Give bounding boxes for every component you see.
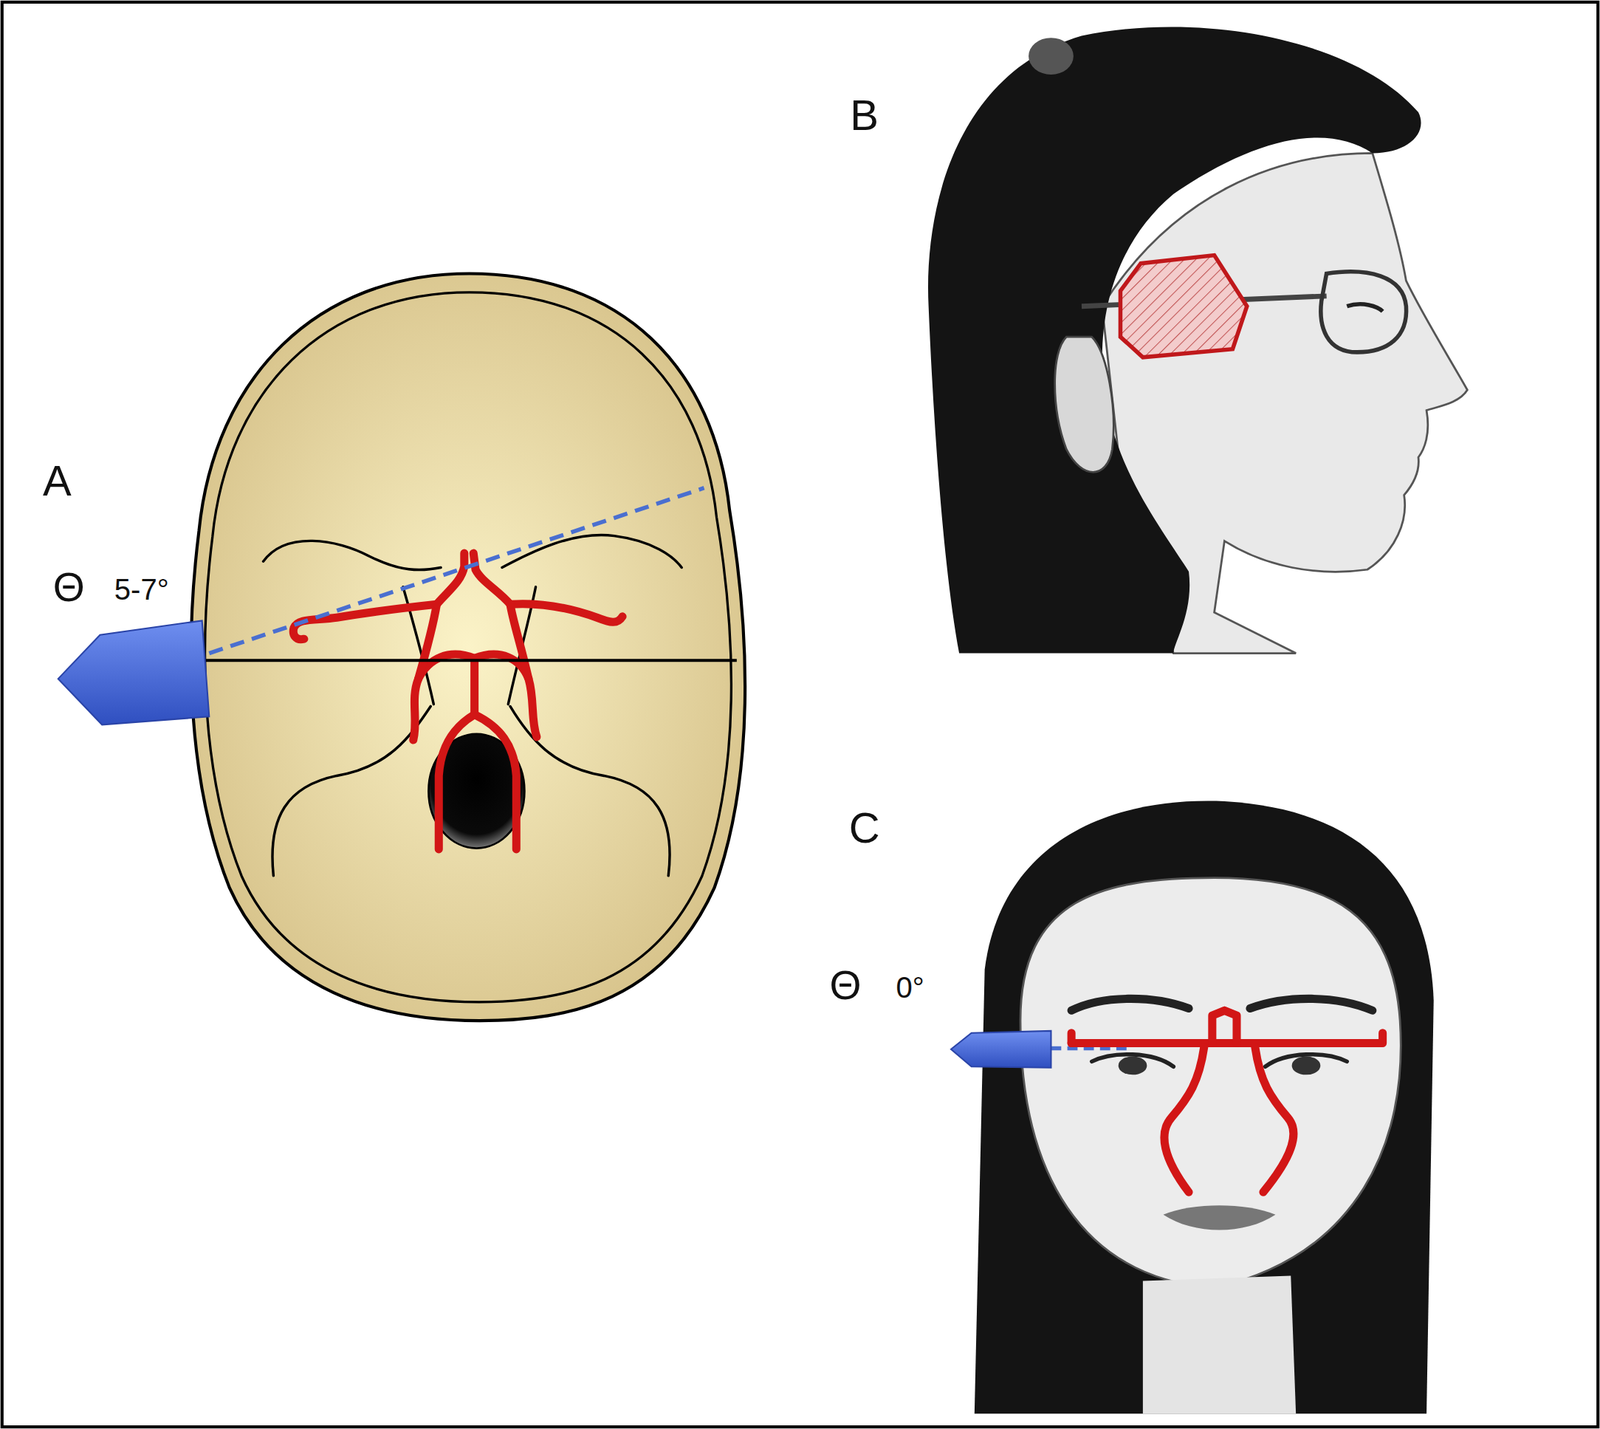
panel-letter: C [849, 806, 881, 850]
frontal-head [950, 801, 1434, 1414]
temporal-window [1120, 255, 1247, 358]
angle-value: 5-7° [114, 574, 170, 604]
angle-symbol: Θ [53, 567, 85, 608]
reference-line [198, 658, 737, 662]
ultrasound-probe [950, 1030, 1051, 1068]
panel-letter: B [849, 93, 879, 137]
profile-head [928, 26, 1468, 653]
arteries [293, 553, 623, 850]
probe-axis [208, 488, 704, 654]
arteries [1071, 1010, 1383, 1192]
angle-value: 0° [895, 972, 924, 1002]
ultrasound-probe [58, 620, 210, 725]
angle-symbol: Θ [829, 965, 862, 1006]
panel-letter: A [42, 459, 72, 503]
skull-base [58, 273, 745, 1021]
